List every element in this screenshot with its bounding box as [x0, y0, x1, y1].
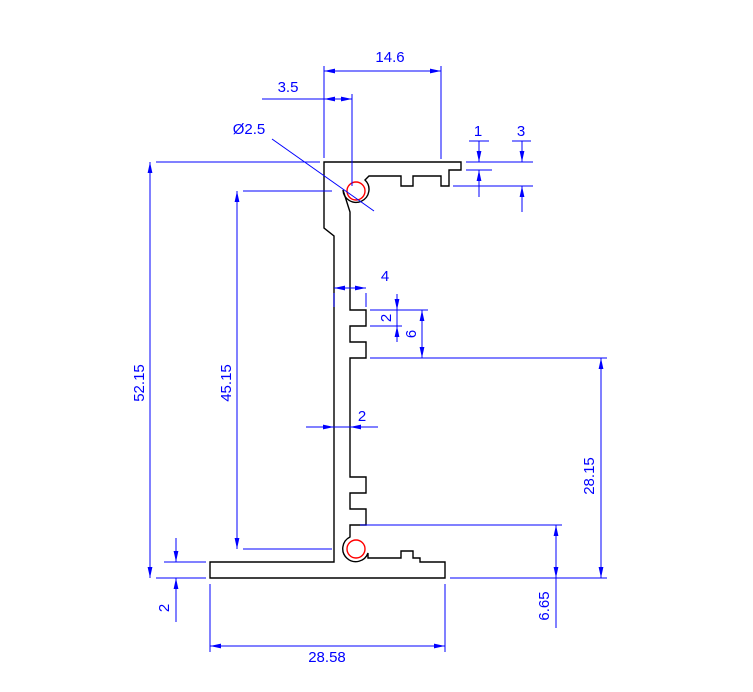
dim-label-base-width: 28.58: [308, 649, 346, 666]
screw-port-circle-bottom: [346, 539, 366, 559]
dim-label-right-height: 28.15: [581, 457, 598, 495]
dim-label-lip-depth: 3: [517, 123, 525, 140]
dim-label-tooth-height: 2: [378, 314, 395, 322]
dim-label-groove-span: 6: [403, 330, 420, 338]
extrusion-profile-path: [209, 161, 462, 579]
dim-label-inner-height: 45.15: [218, 364, 235, 402]
profile-outline: [209, 161, 462, 579]
extension-lines: [156, 66, 607, 652]
dim-label-hole-diameter: Ø2.5: [233, 121, 266, 138]
leader-line-hole: [271, 138, 375, 212]
screw-port-circle-top: [346, 181, 366, 201]
dim-label-base-thickness: 2: [156, 604, 173, 612]
dim-label-overall-height: 52.15: [131, 364, 148, 402]
dim-label-top-width: 14.6: [375, 49, 404, 66]
dim-label-wall-thickness: 2: [358, 408, 366, 425]
dim-label-groove-width: 4: [381, 268, 389, 285]
dimension-labels: 14.6 3.5 Ø2.5 1 3 4 2 6 45.15 52.15 2 28…: [131, 49, 598, 666]
screw-port-markers: [346, 181, 366, 559]
dim-label-foot-height: 6.65: [536, 591, 553, 620]
dimension-lines: [147, 68, 604, 649]
dim-label-lip-thickness: 1: [474, 123, 482, 140]
dim-label-stem-top-width: 3.5: [278, 79, 299, 96]
